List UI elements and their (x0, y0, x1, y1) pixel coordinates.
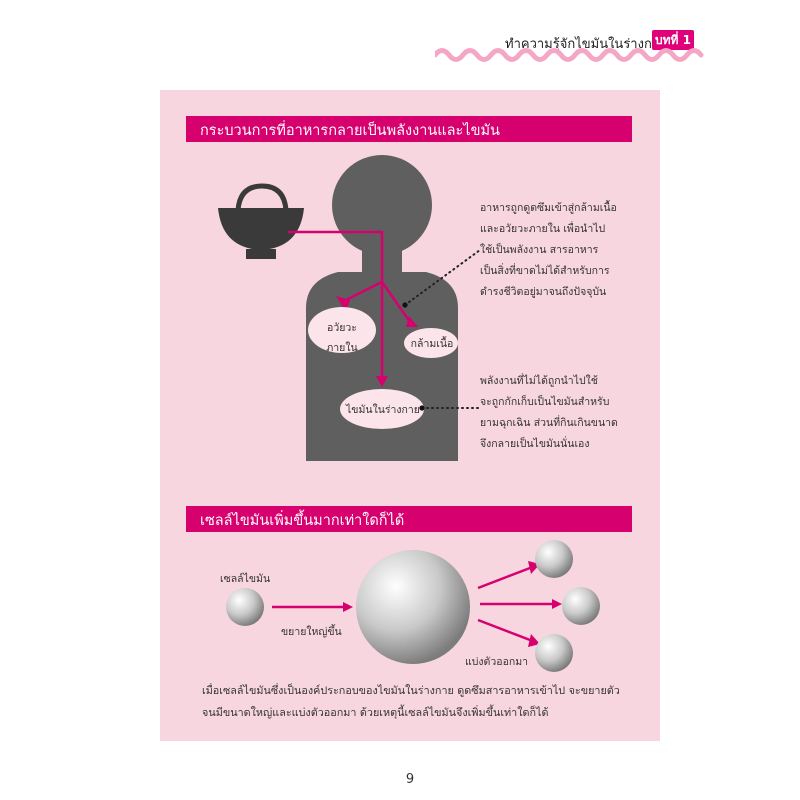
section-title-bar: เซลล์ไขมันเพิ่มขึ้นมากเท่าใดก็ได้ (186, 506, 632, 532)
body-fat-label: ไขมันในร่างกาย (346, 404, 420, 416)
flow-arrows (288, 230, 412, 376)
divided-cell-2 (562, 587, 600, 625)
chapter-badge: บทที่ 1 (652, 30, 694, 50)
organs-bubble (308, 307, 376, 353)
large-fat-cell (356, 550, 470, 664)
body-text-line: จนมีขนาดใหญ่และแบ่งตัวออกมา ด้วยเหตุนี้เ… (202, 706, 549, 719)
section-title: กระบวนการที่อาหารกลายเป็นพลังงานและไขมัน (200, 123, 500, 139)
section-title: เซลล์ไขมันเพิ่มขึ้นมากเท่าใดก็ได้ (200, 513, 405, 529)
organs-label: อวัยวะ ภายใน (310, 318, 374, 358)
content-panel: กระบวนการที่อาหารกลายเป็นพลังงานและไขมัน (160, 90, 660, 741)
note1-line: ดำรงชีวิตอยู่มาจนถึงปัจจุบัน (480, 286, 607, 298)
organs-label-line1: อวัยวะ (327, 322, 357, 334)
body-text-line: เมื่อเซลล์ไขมันซึ่งเป็นองค์ประกอบของไขมั… (202, 684, 620, 697)
absorption-note: อาหารถูกดูดซึมเข้าสู่กล้ามเนื้อ และอวัยว… (480, 198, 660, 303)
page-number: 9 (405, 772, 415, 787)
fat-bubble (340, 389, 424, 429)
divide-arrows (477, 566, 552, 642)
note2-line: ยามฉุกเฉิน ส่วนที่กินเกินขนาด (480, 417, 618, 429)
note2-line: จะถูกกักเก็บเป็นไขมันสำหรับ (480, 396, 610, 408)
muscle-label: กล้ามเนื้อ (410, 338, 454, 350)
muscle-bubble (404, 328, 458, 358)
wave-decoration (435, 48, 704, 62)
rice-bowl-icon (218, 183, 304, 259)
storage-note: พลังงานที่ไม่ได้ถูกนำไปใช้ จะถูกกักเก็บเ… (480, 371, 660, 455)
fat-cell-label: เซลล์ไขมัน (220, 573, 271, 585)
divide-label: แบ่งตัวออกมา (465, 656, 529, 668)
fat-cell-explanation: เมื่อเซลล์ไขมันซึ่งเป็นองค์ประกอบของไขมั… (202, 680, 642, 724)
note2-line: พลังงานที่ไม่ได้ถูกนำไปใช้ (480, 375, 598, 387)
note2-line: จึงกลายเป็นไขมันนั่นเอง (480, 438, 590, 450)
enlarge-arrow (272, 602, 353, 612)
note1-line: เป็นสิ่งที่ขาดไม่ได้สำหรับการ (480, 265, 610, 277)
enlarge-label: ขยายใหญ่ขึ้น (281, 626, 342, 638)
food-process-diagram (218, 155, 600, 672)
small-fat-cell (226, 588, 264, 626)
organs-label-line2: ภายใน (326, 342, 358, 354)
note1-line: ใช้เป็นพลังงาน สารอาหาร (480, 244, 599, 256)
note1-line: อาหารถูกดูดซึมเข้าสู่กล้ามเนื้อ (480, 202, 617, 214)
divided-cell-1 (535, 540, 573, 578)
divided-cell-3 (535, 634, 573, 672)
note1-line: และอวัยวะภายใน เพื่อนำไป (480, 223, 606, 235)
header-title: ทำความรู้จักไขมันในร่างกาย (505, 37, 667, 52)
section-title-bar: กระบวนการที่อาหารกลายเป็นพลังงานและไขมัน (186, 116, 632, 142)
